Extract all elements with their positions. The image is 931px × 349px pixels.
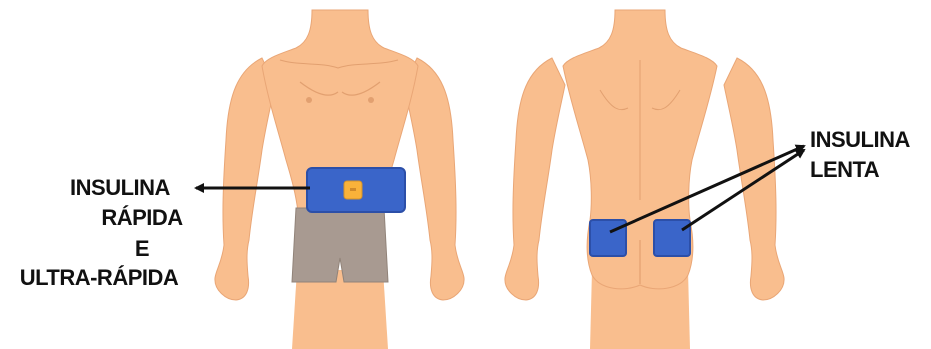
label-slow-line1: INSULINA — [810, 128, 910, 152]
label-fast-line2-wrap: RÁPIDA — [92, 206, 192, 230]
label-fast-insulin: INSULINA — [40, 176, 200, 200]
label-fast-line2: RÁPIDA — [92, 206, 192, 230]
label-slow-insulin: INSULINA LENTA — [810, 128, 910, 182]
label-fast-line3-wrap: E — [122, 237, 162, 261]
label-fast-line3: E — [122, 237, 162, 261]
label-fast-line4: ULTRA-RÁPIDA — [4, 266, 194, 290]
label-fast-line4-wrap: ULTRA-RÁPIDA — [4, 266, 194, 290]
back-body — [505, 10, 784, 349]
gluteal-zone-left — [590, 220, 626, 256]
gluteal-zone-right — [654, 220, 690, 256]
label-fast-line1: INSULINA — [40, 176, 200, 200]
label-slow-line2: LENTA — [810, 158, 910, 182]
front-body — [215, 10, 464, 349]
